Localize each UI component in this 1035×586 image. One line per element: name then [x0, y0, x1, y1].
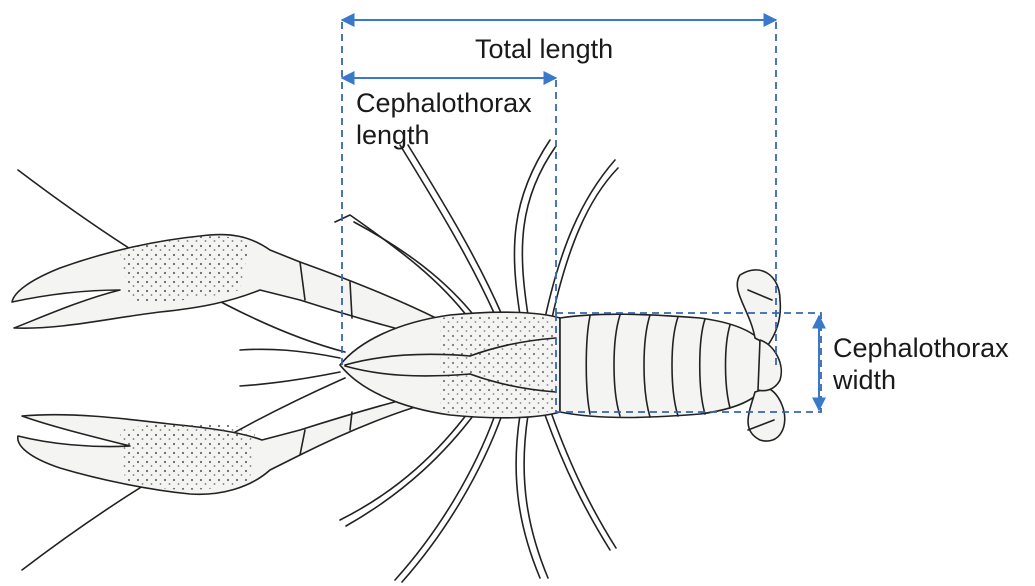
abdomen: [560, 314, 760, 417]
cephalothorax-width-label-line2: width: [832, 365, 896, 395]
crayfish-illustration: [12, 140, 785, 582]
cephalothorax-length-label-line2: length: [356, 120, 430, 150]
upper-claw: [12, 235, 440, 340]
cephalothorax-length-label-line1: Cephalothorax: [356, 88, 532, 118]
total-length-label: Total length: [475, 34, 613, 64]
antennae: [18, 170, 345, 570]
walking-legs-lower: [340, 410, 616, 582]
cephalothorax: [340, 312, 560, 418]
lower-claw: [18, 390, 440, 494]
cephalothorax-width-label-line1: Cephalothorax: [833, 333, 1009, 363]
